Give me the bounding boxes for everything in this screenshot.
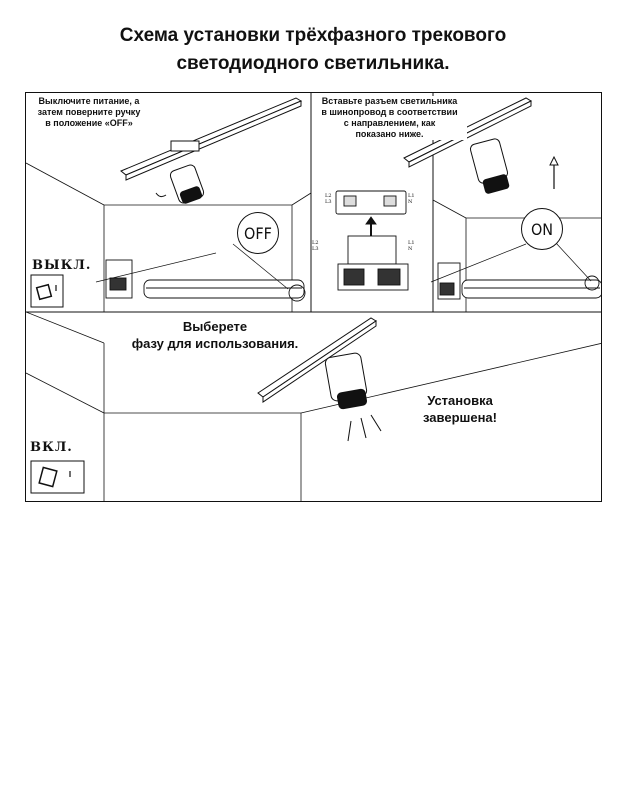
step-1-caption-line-2: затем поверните ручку <box>37 107 141 117</box>
diagram-drawing <box>26 93 601 501</box>
wire-label-top-left: L2 L3 <box>325 193 332 205</box>
on-bubble: ON <box>521 208 563 250</box>
step-4-caption-line-1: Выберете <box>182 319 248 334</box>
switch-on-label: ВКЛ. <box>30 440 73 455</box>
installation-complete-text: Установка завершена! <box>395 392 525 426</box>
wire-label-l1-top: L1 <box>408 193 415 199</box>
step-2-caption: Вставьте разъем светильника в шинопровод… <box>312 96 467 140</box>
track-rail-3 <box>257 317 377 403</box>
step-1-caption: Выключите питание, а затем поверните руч… <box>28 96 150 129</box>
track-spot-1 <box>155 140 205 204</box>
instruction-diagram <box>25 92 602 502</box>
step-2-caption-line-3: с направлением, как <box>343 118 436 128</box>
page-title: Схема установки трёхфазного трекового св… <box>0 22 626 78</box>
room-perspective-left <box>26 162 312 312</box>
connector-detail <box>335 190 409 291</box>
linear-luminaire-2 <box>430 242 601 300</box>
wire-label-top-right: L1 N <box>408 193 415 205</box>
wire-label-n-bottom: N <box>408 246 413 252</box>
wire-label-l2-top: L2 <box>325 193 332 199</box>
wire-label-n-top: N <box>408 199 413 205</box>
wire-label-l3-top: L3 <box>325 199 332 205</box>
step-2-caption-line-1: Вставьте разъем светильника <box>321 96 458 106</box>
page-title-line-1: Схема установки трёхфазного трекового <box>119 25 507 46</box>
step-2-caption-line-4: показано ниже. <box>355 129 424 139</box>
step-4-caption: Выберете фазу для использования. <box>110 318 320 352</box>
track-rail-1 <box>120 97 303 181</box>
track-rail-2 <box>403 97 533 168</box>
room-perspective-bottom <box>26 311 601 501</box>
step-2-caption-line-2: в шинопровод в соответствии <box>321 107 458 117</box>
switch-on-icon <box>30 460 85 494</box>
wire-label-l2-bottom: L2 <box>312 240 319 246</box>
linear-luminaire-1 <box>95 243 306 302</box>
off-bubble: OFF <box>237 212 279 254</box>
wire-label-bottom-left: L2 L3 <box>312 240 319 252</box>
switch-off-label: ВЫКЛ. <box>32 258 92 273</box>
wire-label-l3-bottom: L3 <box>312 246 319 252</box>
track-spot-3 <box>324 352 382 442</box>
installation-complete-line-1: Установка <box>427 393 493 408</box>
installation-complete-line-2: завершена! <box>423 410 497 425</box>
page-title-line-2: светодиодного светильника. <box>176 53 450 74</box>
wire-label-bottom-right: L1 N <box>408 240 415 252</box>
switch-off-icon <box>30 274 64 308</box>
wire-label-l1-bottom: L1 <box>408 240 415 246</box>
step-1-caption-line-1: Выключите питание, а <box>38 96 140 106</box>
step-4-caption-line-2: фазу для использования. <box>131 336 299 351</box>
track-spot-2 <box>469 138 559 194</box>
step-1-caption-line-3: в положение «OFF» <box>45 118 133 128</box>
